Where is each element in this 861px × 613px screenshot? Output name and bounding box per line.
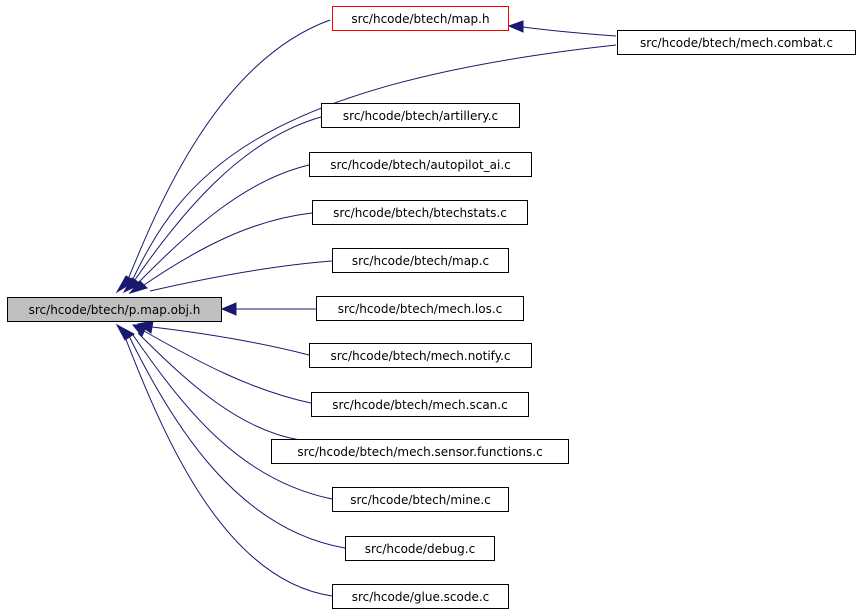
node-mech-notify[interactable]: src/hcode/btech/mech.notify.c xyxy=(309,343,532,368)
edge-autopilot-ai-to-root xyxy=(135,164,310,286)
arrowheads xyxy=(115,20,524,341)
node-mech-combat[interactable]: src/hcode/btech/mech.combat.c xyxy=(617,30,856,55)
node-mech-combat-label: src/hcode/btech/mech.combat.c xyxy=(640,36,833,50)
node-btechstats-label: src/hcode/btech/btechstats.c xyxy=(333,206,507,220)
arrowhead-root-lower-2 xyxy=(131,324,148,337)
node-btechstats[interactable]: src/hcode/btech/btechstats.c xyxy=(312,200,528,225)
node-mech-notify-label: src/hcode/btech/mech.notify.c xyxy=(331,349,511,363)
edge-btechstats-to-root xyxy=(140,212,313,288)
node-map-c[interactable]: src/hcode/btech/map.c xyxy=(332,248,509,273)
arrowhead-root-upper-3 xyxy=(128,280,148,294)
node-debug[interactable]: src/hcode/debug.c xyxy=(345,536,495,561)
node-autopilot-ai-label: src/hcode/btech/autopilot_ai.c xyxy=(330,158,511,172)
node-mine[interactable]: src/hcode/btech/mine.c xyxy=(332,487,509,512)
node-mine-label: src/hcode/btech/mine.c xyxy=(350,493,491,507)
edge-map-c-to-root xyxy=(149,260,333,292)
node-mech-scan[interactable]: src/hcode/btech/mech.scan.c xyxy=(311,392,529,417)
edge-map-h-to-root xyxy=(126,19,331,283)
node-root-label: src/hcode/btech/p.map.obj.h xyxy=(29,303,201,317)
arrowhead-root-lower-3 xyxy=(115,323,135,341)
node-mech-los-label: src/hcode/btech/mech.los.c xyxy=(338,302,503,316)
edge-mine-to-root xyxy=(132,334,333,500)
node-artillery[interactable]: src/hcode/btech/artillery.c xyxy=(321,103,520,128)
node-root[interactable]: src/hcode/btech/p.map.obj.h xyxy=(7,297,222,322)
edge-mech-combat-to-map-h xyxy=(522,26,617,37)
node-mech-sensor-functions-label: src/hcode/btech/mech.sensor.functions.c xyxy=(297,445,542,459)
node-mech-scan-label: src/hcode/btech/mech.scan.c xyxy=(332,398,507,412)
node-mech-los[interactable]: src/hcode/btech/mech.los.c xyxy=(316,296,524,321)
edges xyxy=(124,19,617,597)
edge-mech-scan-to-root xyxy=(143,330,312,404)
node-glue-scode-label: src/hcode/glue.scode.c xyxy=(352,590,490,604)
edge-mech-sensor-functions-to-root xyxy=(137,332,301,441)
node-glue-scode[interactable]: src/hcode/glue.scode.c xyxy=(332,584,509,609)
edge-debug-to-root xyxy=(128,335,346,549)
node-autopilot-ai[interactable]: src/hcode/btech/autopilot_ai.c xyxy=(309,152,532,177)
edge-artillery-to-root xyxy=(131,116,322,285)
arrowhead-root-upper-2 xyxy=(122,277,143,294)
node-artillery-label: src/hcode/btech/artillery.c xyxy=(343,109,498,123)
node-map-h[interactable]: src/hcode/btech/map.h xyxy=(332,6,509,31)
node-map-h-label: src/hcode/btech/map.h xyxy=(351,12,489,26)
edge-glue-scode-to-root xyxy=(124,336,333,597)
node-map-c-label: src/hcode/btech/map.c xyxy=(352,254,489,268)
arrowhead-root-right xyxy=(220,302,237,316)
arrowhead-map-h xyxy=(507,20,524,33)
node-debug-label: src/hcode/debug.c xyxy=(365,542,475,556)
edge-mech-notify-to-root xyxy=(151,326,310,356)
node-mech-sensor-functions[interactable]: src/hcode/btech/mech.sensor.functions.c xyxy=(271,439,569,464)
edge-mech-combat-to-root xyxy=(130,44,617,284)
